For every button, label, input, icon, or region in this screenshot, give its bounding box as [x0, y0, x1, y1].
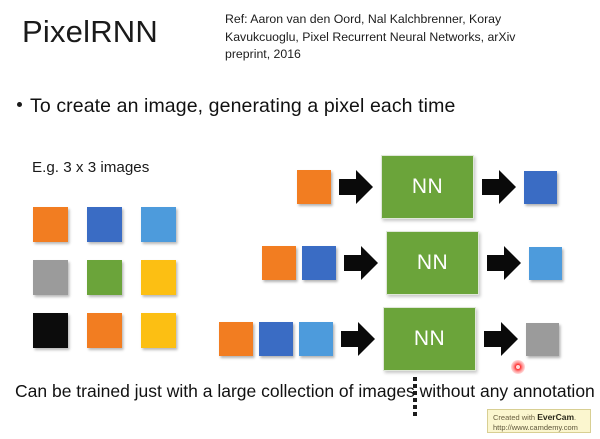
pixel-2-3	[141, 260, 176, 295]
row-2-nn-box: NN	[386, 231, 479, 295]
row-2-input-1	[262, 246, 296, 280]
row-1-output	[524, 170, 557, 204]
row-1-input-1	[297, 170, 331, 204]
ellipsis-dot	[413, 391, 417, 395]
example-caption: E.g. 3 x 3 images	[32, 159, 150, 176]
row-3-output	[526, 322, 559, 356]
row-2-arrow-out-icon	[487, 246, 521, 280]
bottom-caption: Can be trained just with a large collect…	[15, 381, 595, 401]
row-2-nn-label: NN	[416, 251, 449, 274]
pixel-2-1	[33, 260, 68, 295]
pipeline-row-2: NN	[262, 231, 562, 295]
ellipsis-dot	[413, 377, 417, 381]
page-title: PixelRNN	[22, 14, 158, 49]
ellipsis-dot	[413, 405, 417, 409]
pipeline-row-1: NN	[297, 155, 557, 219]
bullet-dot-icon	[17, 102, 22, 107]
evercam-prefix: Created with	[493, 413, 538, 422]
evercam-watermark: Created with EverCam. http://www.camdemy…	[487, 409, 591, 433]
bullet-line: To create an image, generating a pixel e…	[17, 95, 455, 118]
ellipsis-dot	[413, 384, 417, 388]
ellipsis-dot	[413, 412, 417, 416]
pipeline-row-3: NN	[219, 307, 559, 371]
row-3-input-3	[299, 322, 333, 356]
row-1-nn-label: NN	[411, 175, 444, 198]
row-1-nn-box: NN	[381, 155, 474, 219]
row-1-arrow-out-icon	[482, 170, 516, 204]
row-2-arrow-in-icon	[344, 246, 378, 280]
pixel-1-1	[33, 207, 68, 242]
row-1-inputs	[297, 170, 331, 204]
pixel-1-2	[87, 207, 122, 242]
row-2-inputs	[262, 246, 336, 280]
row-3-input-2	[259, 322, 293, 356]
cursor-pointer-icon	[511, 360, 525, 374]
row-1-arrow-in-icon	[339, 170, 373, 204]
ellipsis-dot	[413, 398, 417, 402]
evercam-suffix: .	[574, 413, 577, 422]
row-3-arrow-out-icon	[484, 322, 518, 356]
pixel-2-2	[87, 260, 122, 295]
row-3-input-1	[219, 322, 253, 356]
bullet-text: To create an image, generating a pixel e…	[30, 95, 456, 117]
evercam-url: http://www.camdemy.com	[493, 423, 578, 432]
pixel-grid	[33, 207, 176, 348]
evercam-created-with-line: Created with EverCam.	[493, 412, 586, 423]
row-2-input-2	[302, 246, 336, 280]
pixel-3-1	[33, 313, 68, 348]
pixel-3-3	[141, 313, 176, 348]
row-3-nn-label: NN	[413, 327, 446, 350]
row-3-arrow-in-icon	[341, 322, 375, 356]
evercam-brand: EverCam	[537, 412, 575, 422]
row-3-nn-box: NN	[383, 307, 476, 371]
row-2-output	[529, 246, 562, 280]
row-3-inputs	[219, 322, 333, 356]
pixel-3-2	[87, 313, 122, 348]
reference-citation: Ref: Aaron van den Oord, Nal Kalchbrenne…	[225, 12, 516, 61]
pixel-1-3	[141, 207, 176, 242]
vertical-ellipsis-icon	[413, 377, 417, 416]
